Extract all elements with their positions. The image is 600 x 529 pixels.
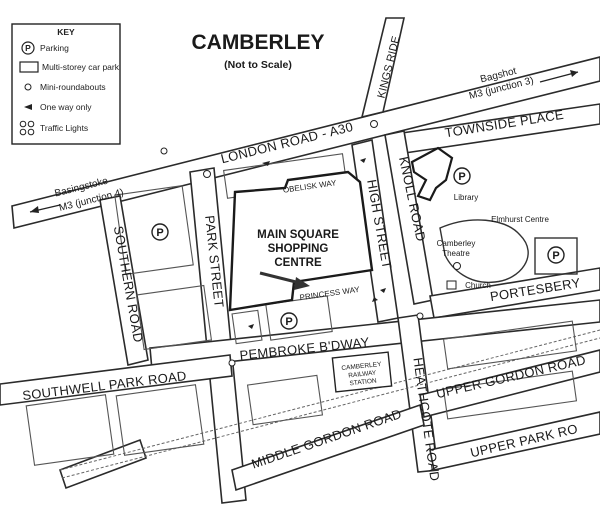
middle-gordon-road-road xyxy=(231,403,425,492)
entrance-arrow-icon xyxy=(259,271,310,290)
key-label-traffic-lights: Traffic Lights xyxy=(40,123,88,133)
mini-roundabouts xyxy=(160,120,461,367)
kings-ride-road xyxy=(360,17,405,119)
label-church: Church xyxy=(465,281,491,290)
parking-icon: P xyxy=(547,246,565,264)
label-theatre-line2: Theatre xyxy=(442,249,470,258)
pembroke-broadway-road xyxy=(149,299,600,371)
multi-storey-car-park-icon xyxy=(19,61,39,73)
key-label-multi-storey: Multi-storey car park xyxy=(42,62,120,72)
arts-centre-building xyxy=(534,237,578,275)
parking-icon: P xyxy=(453,167,471,185)
parking-icon: P xyxy=(280,312,298,330)
theatre-grounds xyxy=(439,219,529,284)
map-subtitle: (Not to Scale) xyxy=(224,59,292,71)
upper-gordon-road-road xyxy=(419,349,600,418)
upper-park-road-road xyxy=(429,411,600,471)
portesbery-road xyxy=(429,267,600,319)
label-library: Library xyxy=(454,193,478,202)
shopping-centre-label-line2: SHOPPING xyxy=(268,243,329,255)
key-label-one-way: One way only xyxy=(40,102,92,112)
church-icon xyxy=(446,280,457,290)
shopping-centre-label-line3: CENTRE xyxy=(274,257,322,269)
parking-icon: P xyxy=(21,41,35,55)
traffic-lights-icon xyxy=(19,120,35,136)
map-title: CAMBERLEY xyxy=(191,31,324,54)
key-heading: KEY xyxy=(57,27,75,37)
southern-road-road xyxy=(99,195,149,366)
railway-line xyxy=(59,329,600,479)
svg-text:P: P xyxy=(458,171,465,183)
label-station-line3: STATION xyxy=(349,378,377,388)
shopping-centre-label-line1: MAIN SQUARE xyxy=(257,229,339,241)
svg-text:P: P xyxy=(156,227,163,239)
one-way-arrows xyxy=(248,158,386,329)
london-road xyxy=(11,56,600,230)
label-theatre-line1: Camberley xyxy=(437,239,476,248)
mini-roundabout-icon xyxy=(24,83,32,91)
label-arts-centre: Elmhurst Centre xyxy=(491,215,549,224)
svg-text:P: P xyxy=(25,43,31,53)
key-label-mini-roundabouts: Mini-roundabouts xyxy=(40,82,106,92)
label-station-line1: CAMBERLEY xyxy=(341,361,382,372)
library-building xyxy=(410,146,454,202)
lower-left-road xyxy=(58,438,148,490)
map-key: KEY P Parking Multi-storey car park Mini… xyxy=(11,23,121,145)
label-princess-way: PRINCESS WAY xyxy=(299,285,361,302)
key-label-parking: Parking xyxy=(40,43,69,53)
southwell-park-road-road xyxy=(0,354,233,406)
parking-icon: P xyxy=(151,223,169,241)
building-plots xyxy=(25,153,578,466)
one-way-arrow-icon xyxy=(24,104,32,110)
svg-text:P: P xyxy=(552,250,559,262)
park-street-road xyxy=(189,167,247,504)
svg-text:P: P xyxy=(285,316,292,328)
railway-station-box xyxy=(331,351,393,393)
label-station-line2: RAILWAY xyxy=(348,369,377,379)
road-network xyxy=(0,17,600,504)
